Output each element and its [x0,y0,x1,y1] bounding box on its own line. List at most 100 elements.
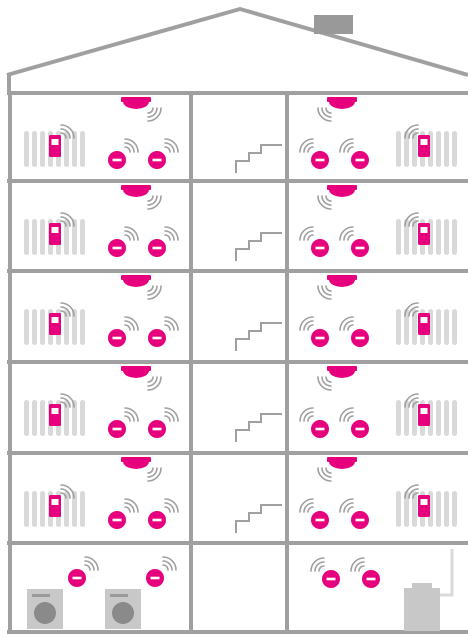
wave-signal-icon [163,557,176,570]
wave-signal-icon [165,139,178,152]
window-sensor-icon [148,511,166,529]
smoke-detector-icon [121,366,151,378]
window-sensor-icon [311,511,329,529]
smoke-detector-icon [121,457,151,469]
wave-signal-icon [85,557,98,570]
stairs-icon [236,414,282,442]
radiator-fin [40,131,45,167]
floor-1 [24,97,457,173]
wave-signal-icon [148,196,161,209]
radiator-fin [444,219,449,255]
radiator-fin [396,131,401,167]
stairwell [236,233,282,261]
window-sensor-icon [351,420,369,438]
radiator-fin [444,400,449,436]
radiator-fin [24,491,29,527]
water-sensor-icon [322,570,340,588]
window-sensor-icon [351,329,369,347]
wave-signal-icon [318,377,331,390]
wave-signal-icon [148,108,161,121]
radiator-fin [436,131,441,167]
wave-signal-icon [300,227,313,240]
boiler-body [404,588,440,631]
thermostat-icon [418,313,430,335]
radiator-fin [32,219,37,255]
wave-signal-icon [148,377,161,390]
radiator-fin [396,219,401,255]
left-apartment [24,457,178,529]
wave-signal-icon [148,468,161,481]
radiator-fin [32,491,37,527]
washing-machine-icon [105,589,141,629]
floor-3 [24,275,457,351]
thermostat-icon [418,223,430,245]
boiler-top [412,583,432,589]
washer-drum [34,602,56,624]
stairs-icon [236,323,282,351]
washer-drum [112,602,134,624]
radiator-fin [40,309,45,345]
thermostat-icon [418,495,430,517]
water-sensor-icon [362,570,380,588]
window-sensor-icon [148,329,166,347]
window-sensor-icon [311,329,329,347]
wave-signal-icon [125,317,138,330]
radiator-fin [444,491,449,527]
thermostat-icon [418,404,430,426]
wave-signal-icon [340,499,353,512]
smoke-detector-icon [327,275,357,287]
building-structure [7,91,468,634]
window-sensor-icon [148,239,166,257]
radiator-fin [452,219,457,255]
window-sensor-icon [351,239,369,257]
stairwell [236,323,282,351]
radiator-fin [80,219,85,255]
radiator-fin [80,309,85,345]
radiator-fin [40,491,45,527]
radiator-fin [436,400,441,436]
wave-signal-icon [340,227,353,240]
radiator-fin [452,309,457,345]
wave-signal-icon [318,286,331,299]
radiator-fin [452,131,457,167]
thermostat-icon [49,135,61,157]
wave-signal-icon [165,317,178,330]
water-sensor-icon [146,569,164,587]
thermostat-icon [49,313,61,335]
boiler-icon [404,549,452,631]
wave-signal-icon [318,468,331,481]
wave-signal-icon [125,499,138,512]
radiator-fin [80,400,85,436]
radiator-fin [32,309,37,345]
radiator-fin [396,309,401,345]
boiler-pipe [440,549,452,595]
radiator-fin [80,131,85,167]
wave-signal-icon [351,558,364,571]
right-apartment [300,457,457,529]
floor-4 [24,366,457,442]
radiator-fin [436,309,441,345]
basement-floor [27,549,452,631]
washer-panel [32,594,50,597]
stairs-icon [236,145,282,173]
smoke-detector-icon [327,185,357,197]
smoke-detector-icon [121,275,151,287]
thermostat-icon [49,223,61,245]
wave-signal-icon [125,139,138,152]
radiator-fin [436,219,441,255]
window-sensor-icon [108,511,126,529]
window-sensor-icon [351,151,369,169]
right-apartment [300,366,457,438]
wave-signal-icon [318,108,331,121]
stairs-icon [236,505,282,533]
thermostat-icon [49,495,61,517]
stairwell [236,505,282,533]
floor-2 [24,185,457,261]
roof [7,9,468,92]
smoke-detector-icon [327,457,357,469]
radiator-fin [32,131,37,167]
wave-signal-icon [300,317,313,330]
thermostat-icon [418,135,430,157]
wave-signal-icon [340,139,353,152]
radiator-fin [40,400,45,436]
